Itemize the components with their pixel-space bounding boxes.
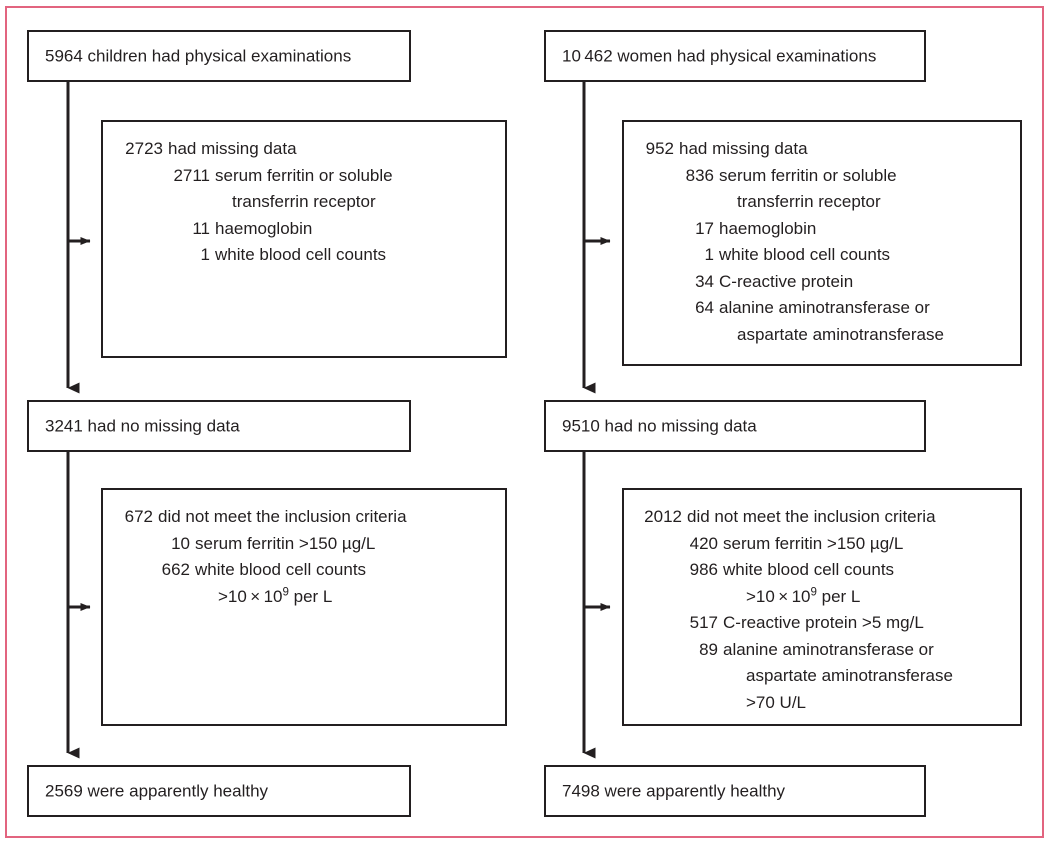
list-item-label: aspartate aminotransferase bbox=[746, 666, 953, 685]
list-item-number: 420 bbox=[689, 533, 718, 553]
list-item: 17 haemoglobin bbox=[638, 216, 944, 243]
list-item-label: had missing data bbox=[679, 139, 808, 158]
list-item-label: did not meet the inclusion criteria bbox=[687, 507, 936, 526]
list-item: 1 white blood cell counts bbox=[638, 242, 944, 269]
children-missing-list: 2723 had missing data 2711 serum ferriti… bbox=[117, 136, 393, 269]
list-item-number: 17 bbox=[695, 218, 714, 238]
list-item-number: 10 bbox=[171, 533, 190, 553]
list-item: aspartate aminotransferase bbox=[638, 663, 953, 690]
list-item: 2012 did not meet the inclusion criteria bbox=[638, 504, 953, 531]
list-item-label: alanine aminotransferase or bbox=[719, 298, 930, 317]
list-item: transferrin receptor bbox=[117, 189, 393, 216]
node-children-excluded[interactable]: 672 did not meet the inclusion criteria … bbox=[101, 488, 507, 726]
list-item: 986 white blood cell counts bbox=[638, 557, 953, 584]
node-women-excluded[interactable]: 2012 did not meet the inclusion criteria… bbox=[622, 488, 1022, 726]
list-item-number bbox=[638, 322, 714, 349]
list-item-label: white blood cell counts bbox=[719, 245, 891, 264]
list-item-label: >10 × 109 per L bbox=[746, 585, 861, 606]
node-children-no-missing-label: 3241 had no missing data bbox=[45, 416, 240, 436]
list-item-label: >10 × 109 per L bbox=[218, 585, 333, 606]
list-item: 34 C-reactive protein bbox=[638, 269, 944, 296]
list-item-number: 672 bbox=[124, 507, 153, 526]
figure-border bbox=[5, 6, 1044, 838]
node-children-missing[interactable]: 2723 had missing data 2711 serum ferriti… bbox=[101, 120, 507, 358]
list-item-label: had missing data bbox=[168, 139, 297, 158]
list-item: 1 white blood cell counts bbox=[117, 242, 393, 269]
list-item: 89 alanine aminotransferase or bbox=[638, 637, 953, 664]
list-item-label: C-reactive protein >5 mg/L bbox=[723, 613, 924, 632]
list-item: 836 serum ferritin or soluble bbox=[638, 163, 944, 190]
list-item-label: did not meet the inclusion criteria bbox=[158, 507, 407, 526]
node-women-missing[interactable]: 952 had missing data 836 serum ferritin … bbox=[622, 120, 1022, 366]
list-item: 952 had missing data bbox=[638, 136, 944, 163]
list-item-label: >70 U/L bbox=[746, 692, 807, 712]
list-item-number: 517 bbox=[689, 613, 718, 632]
node-women-final-label: 7498 were apparently healthy bbox=[562, 781, 786, 801]
node-women-enrolled-label: 10 462 women had physical examinations bbox=[562, 46, 877, 66]
list-item: 11 haemoglobin bbox=[117, 216, 393, 243]
list-item: >70 U/L bbox=[638, 690, 953, 717]
node-women-no-missing[interactable]: 9510 had no missing data bbox=[544, 400, 926, 452]
list-item-number: 986 bbox=[689, 560, 718, 579]
list-item-number: 34 bbox=[695, 271, 714, 291]
list-item-label: transferrin receptor bbox=[737, 192, 881, 211]
list-item-label: serum ferritin or soluble bbox=[719, 165, 897, 185]
list-item: transferrin receptor bbox=[638, 189, 944, 216]
list-item-number bbox=[638, 690, 718, 717]
list-item-label: white blood cell counts bbox=[215, 245, 387, 264]
list-item-number: 662 bbox=[161, 560, 190, 579]
list-item-label: white blood cell counts bbox=[195, 560, 367, 579]
list-item-label: serum ferritin >150 µg/L bbox=[723, 533, 904, 553]
list-item: 672 did not meet the inclusion criteria bbox=[117, 504, 407, 531]
list-item-number: 11 bbox=[192, 218, 210, 238]
list-item-label: C-reactive protein bbox=[719, 271, 854, 291]
children-excluded-list: 672 did not meet the inclusion criteria … bbox=[117, 504, 407, 610]
node-women-final[interactable]: 7498 were apparently healthy bbox=[544, 765, 926, 817]
list-item: 2711 serum ferritin or soluble bbox=[117, 163, 393, 190]
list-item-number: 1 bbox=[200, 245, 210, 264]
women-excluded-list: 2012 did not meet the inclusion criteria… bbox=[638, 504, 953, 716]
women-missing-list: 952 had missing data 836 serum ferritin … bbox=[638, 136, 944, 348]
list-item: 517 C-reactive protein >5 mg/L bbox=[638, 610, 953, 637]
list-item-label: transferrin receptor bbox=[232, 192, 376, 211]
list-item-label: white blood cell counts bbox=[723, 560, 895, 579]
node-women-enrolled[interactable]: 10 462 women had physical examinations bbox=[544, 30, 926, 82]
node-children-final[interactable]: 2569 were apparently healthy bbox=[27, 765, 411, 817]
list-item-number: 2723 bbox=[125, 139, 163, 158]
list-item: 662 white blood cell counts bbox=[117, 557, 407, 584]
list-item-label: haemoglobin bbox=[215, 218, 313, 238]
list-item-number bbox=[638, 663, 718, 690]
list-item-number bbox=[638, 584, 718, 611]
list-item-label: aspartate aminotransferase bbox=[737, 324, 944, 344]
list-item: aspartate aminotransferase bbox=[638, 322, 944, 349]
list-item-number bbox=[117, 584, 190, 611]
node-children-final-label: 2569 were apparently healthy bbox=[45, 781, 269, 801]
node-children-no-missing[interactable]: 3241 had no missing data bbox=[27, 400, 411, 452]
list-item-number: 89 bbox=[699, 639, 718, 659]
list-item-number: 836 bbox=[685, 165, 714, 185]
node-women-no-missing-label: 9510 had no missing data bbox=[562, 416, 757, 436]
list-item-number: 1 bbox=[704, 245, 714, 264]
list-item-number: 2711 bbox=[173, 165, 210, 185]
list-item-label: serum ferritin or soluble bbox=[215, 165, 393, 185]
list-item: 64 alanine aminotransferase or bbox=[638, 295, 944, 322]
node-children-enrolled-label: 5964 children had physical examinations bbox=[45, 46, 352, 66]
list-item: 10 serum ferritin >150 µg/L bbox=[117, 531, 407, 558]
list-item: 420 serum ferritin >150 µg/L bbox=[638, 531, 953, 558]
list-item-number: 952 bbox=[645, 139, 674, 158]
list-item: 2723 had missing data bbox=[117, 136, 393, 163]
list-item: >10 × 109 per L bbox=[117, 584, 407, 611]
list-item-number bbox=[638, 189, 714, 216]
list-item-label: serum ferritin >150 µg/L bbox=[195, 533, 376, 553]
list-item: >10 × 109 per L bbox=[638, 584, 953, 611]
list-item-number: 64 bbox=[695, 298, 714, 317]
list-item-label: haemoglobin bbox=[719, 218, 817, 238]
list-item-label: alanine aminotransferase or bbox=[723, 639, 934, 659]
list-item-number bbox=[117, 189, 210, 216]
list-item-number: 2012 bbox=[644, 507, 682, 526]
node-children-enrolled[interactable]: 5964 children had physical examinations bbox=[27, 30, 411, 82]
